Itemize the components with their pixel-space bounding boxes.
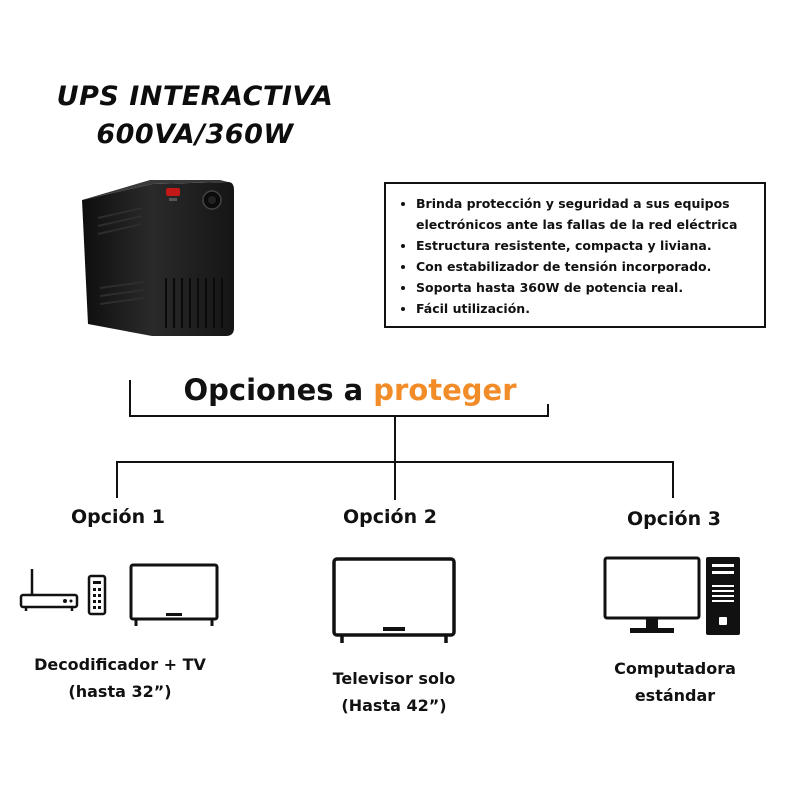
option-2-caption-line2: (Hasta 42”)	[341, 696, 447, 715]
remote-control-icon	[87, 574, 107, 616]
pc-tower-icon	[706, 557, 740, 635]
option-2-caption-line1: Televisor solo	[332, 669, 456, 688]
option-2-title: Opción 2	[343, 506, 437, 528]
option-3-caption: Computadora estándar	[555, 655, 795, 709]
feature-item: Con estabilizador de tensión incorporado…	[416, 256, 754, 277]
tv-icon	[332, 557, 456, 643]
option-1-title: Opción 1	[71, 506, 165, 528]
feature-item: Estructura resistente, compacta y livian…	[416, 235, 754, 256]
tv-icon	[129, 563, 219, 626]
feature-item: Brinda protección y seguridad a sus equi…	[416, 193, 754, 235]
features-list: Brinda protección y seguridad a sus equi…	[392, 193, 754, 319]
ups-product-image	[82, 180, 234, 336]
option-1-caption: Decodificador + TV (hasta 32”)	[0, 651, 240, 705]
option-3-title: Opción 3	[627, 508, 721, 530]
features-box: Brinda protección y seguridad a sus equi…	[384, 182, 766, 328]
heading-accent: proteger	[373, 373, 517, 407]
option-3-caption-line2: estándar	[634, 686, 716, 705]
product-title-line1: UPS INTERACTIVA	[56, 81, 334, 112]
feature-item: Fácil utilización.	[416, 298, 754, 319]
feature-item: Soporta hasta 360W de potencia real.	[416, 277, 754, 298]
option-2-caption: Televisor solo (Hasta 42”)	[274, 665, 514, 719]
options-heading: Opciones a proteger	[140, 373, 560, 407]
heading-prefix: Opciones a	[183, 373, 374, 407]
set-top-box-icon	[19, 569, 79, 611]
option-1-caption-line2: (hasta 32”)	[68, 682, 172, 701]
product-title: UPS INTERACTIVA 600VA/360W	[50, 78, 340, 154]
monitor-icon	[603, 556, 701, 633]
option-1-caption-line1: Decodificador + TV	[34, 655, 206, 674]
option-3-caption-line1: Computadora	[614, 659, 736, 678]
product-title-line2: 600VA/360W	[96, 119, 294, 150]
